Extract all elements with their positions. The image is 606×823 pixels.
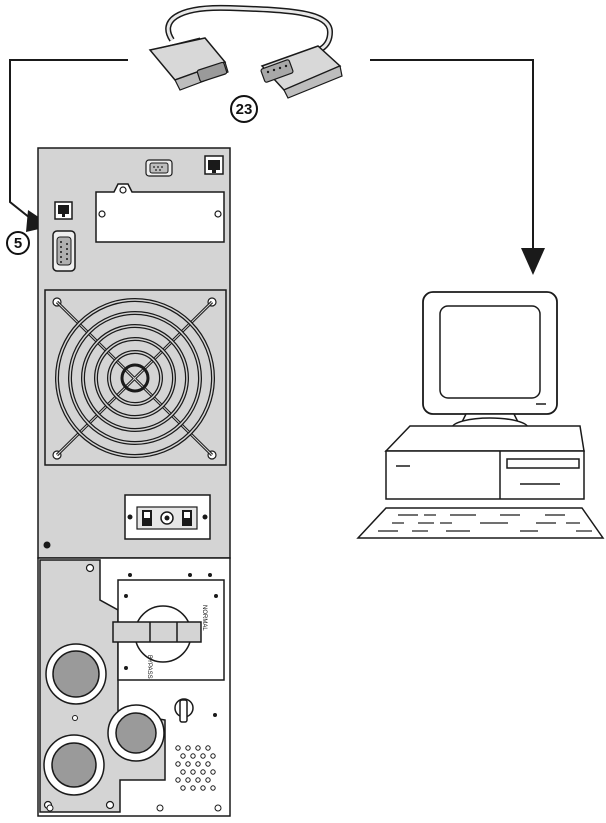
toggle-switch <box>174 698 194 723</box>
computer-system-unit <box>384 425 585 500</box>
cable-gland-3 <box>43 734 105 796</box>
computer <box>356 291 605 539</box>
computer-keyboard <box>356 507 605 539</box>
maintenance-bypass-switch: NORMAL BYPASS <box>112 579 225 681</box>
switch-label-bypass: BYPASS <box>146 655 152 679</box>
serial-cable <box>148 4 343 99</box>
port-callout: 5 <box>6 231 30 255</box>
cable-gland-1 <box>45 643 107 705</box>
rj-port-left <box>54 201 73 220</box>
port-callout-label: 5 <box>14 235 22 252</box>
cable-connector-right <box>260 45 343 99</box>
cable-gland-2 <box>107 704 165 762</box>
computer-monitor <box>422 291 558 439</box>
lower-panel-screws <box>46 804 222 812</box>
ground-screw <box>43 541 51 549</box>
cable-callout-label: 23 <box>236 101 253 118</box>
db9-port-top <box>145 159 173 177</box>
cable-connector-left <box>148 37 229 91</box>
vent-grid <box>175 745 216 791</box>
cable-callout: 23 <box>230 95 258 123</box>
external-battery-connector <box>124 494 211 540</box>
cooling-fan <box>44 289 227 466</box>
switch-label-normal: NORMAL <box>201 605 207 631</box>
rj-port-top-right <box>204 155 224 175</box>
communication-slot <box>95 183 225 243</box>
connection-line-to-computer <box>370 59 545 275</box>
arrowhead-to-computer <box>521 248 545 275</box>
ups-unit: NORMAL BYPASS <box>37 147 231 817</box>
db9-port-rs232 <box>52 230 76 272</box>
